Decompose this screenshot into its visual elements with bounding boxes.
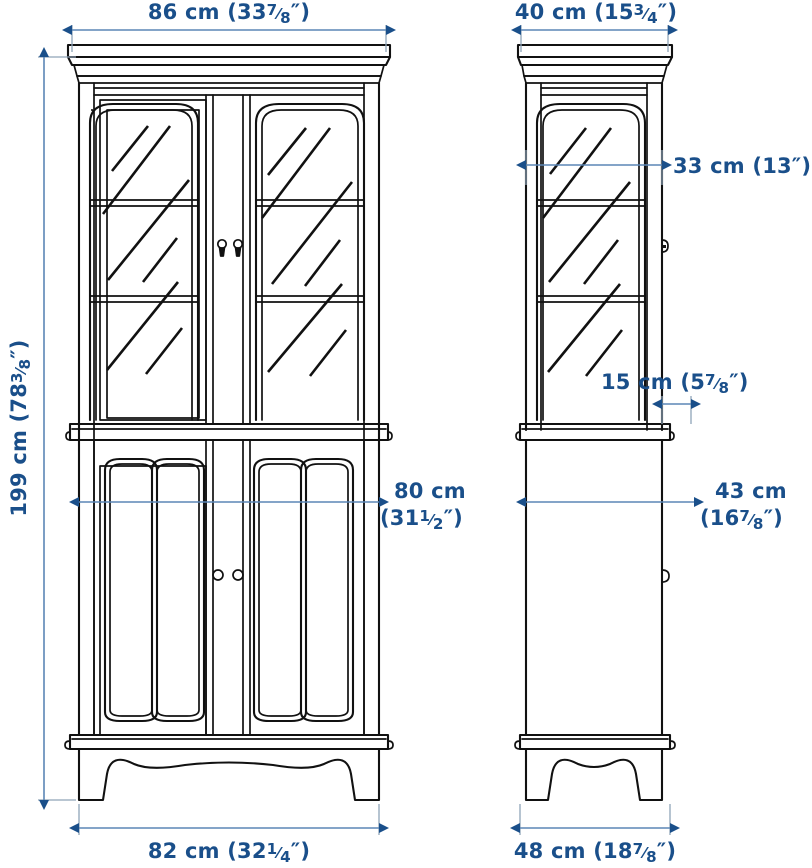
dim-front-width-top: 86 cm (337⁄8″) — [62, 0, 396, 52]
dim-front-base-width-label: 82 cm (321⁄4″) — [148, 839, 310, 866]
dim-side-lower-depth-label-line2: (167⁄8″) — [700, 506, 783, 533]
keyhole-right[interactable] — [232, 238, 244, 257]
dim-side-base-depth: 48 cm (187⁄8″) — [510, 804, 680, 866]
panel-door-left[interactable] — [99, 457, 207, 736]
panel-door-right[interactable] — [252, 457, 355, 723]
dim-side-depth-top: 40 cm (153⁄4″) — [511, 0, 678, 52]
dim-front-width-top-label: 86 cm (337⁄8″) — [148, 0, 310, 27]
dim-front-inner-width: 80 cm (311⁄2″) — [69, 479, 466, 533]
dim-front-inner-width-label-line2: (311⁄2″) — [380, 506, 463, 533]
dim-side-depth-top-label: 40 cm (153⁄4″) — [515, 0, 677, 27]
side-lower-body — [524, 438, 664, 737]
knob-left[interactable] — [212, 569, 224, 581]
side-glass-door[interactable] — [535, 102, 647, 422]
glass-reflections-left — [101, 125, 191, 375]
dim-front-height-label: 199 cm (783⁄8″) — [7, 339, 34, 516]
mid-rail — [65, 422, 393, 442]
dim-side-lower-depth-label-line1: 43 cm — [715, 479, 787, 503]
knob-right[interactable] — [232, 569, 244, 581]
dim-side-glass-depth-label: 33 cm (13″) — [673, 154, 811, 178]
dim-side-offset: 15 cm (57⁄8″) — [601, 370, 749, 424]
dim-side-lower-depth: 43 cm (167⁄8″) — [516, 479, 787, 533]
plinth — [64, 733, 394, 802]
side-keyhole[interactable] — [661, 239, 669, 253]
keyhole-left[interactable] — [216, 238, 228, 257]
side-upper-body — [524, 81, 664, 432]
side-glass-reflections — [541, 127, 632, 377]
side-view: 40 cm (153⁄4″) 33 cm (13″) 15 cm (57⁄8″)… — [510, 0, 811, 866]
dim-side-base-depth-label: 48 cm (187⁄8″) — [514, 839, 676, 866]
side-knob[interactable] — [661, 569, 670, 583]
dim-side-glass-depth: 33 cm (13″) — [516, 150, 811, 185]
glass-door-right[interactable] — [254, 102, 366, 422]
dim-front-height: 199 cm (783⁄8″) — [7, 47, 76, 810]
glass-reflections-right — [260, 127, 354, 377]
side-plinth — [514, 733, 676, 802]
cornice — [66, 43, 392, 84]
glass-door-left[interactable] — [88, 99, 207, 422]
dim-front-base-width: 82 cm (321⁄4″) — [69, 804, 389, 866]
dim-front-inner-width-label-line1: 80 cm — [394, 479, 466, 503]
side-mid-rail — [515, 422, 675, 442]
front-view: 86 cm (337⁄8″) 199 cm (783⁄8″) 80 cm (31… — [7, 0, 466, 866]
dim-side-offset-label: 15 cm (57⁄8″) — [601, 370, 749, 397]
